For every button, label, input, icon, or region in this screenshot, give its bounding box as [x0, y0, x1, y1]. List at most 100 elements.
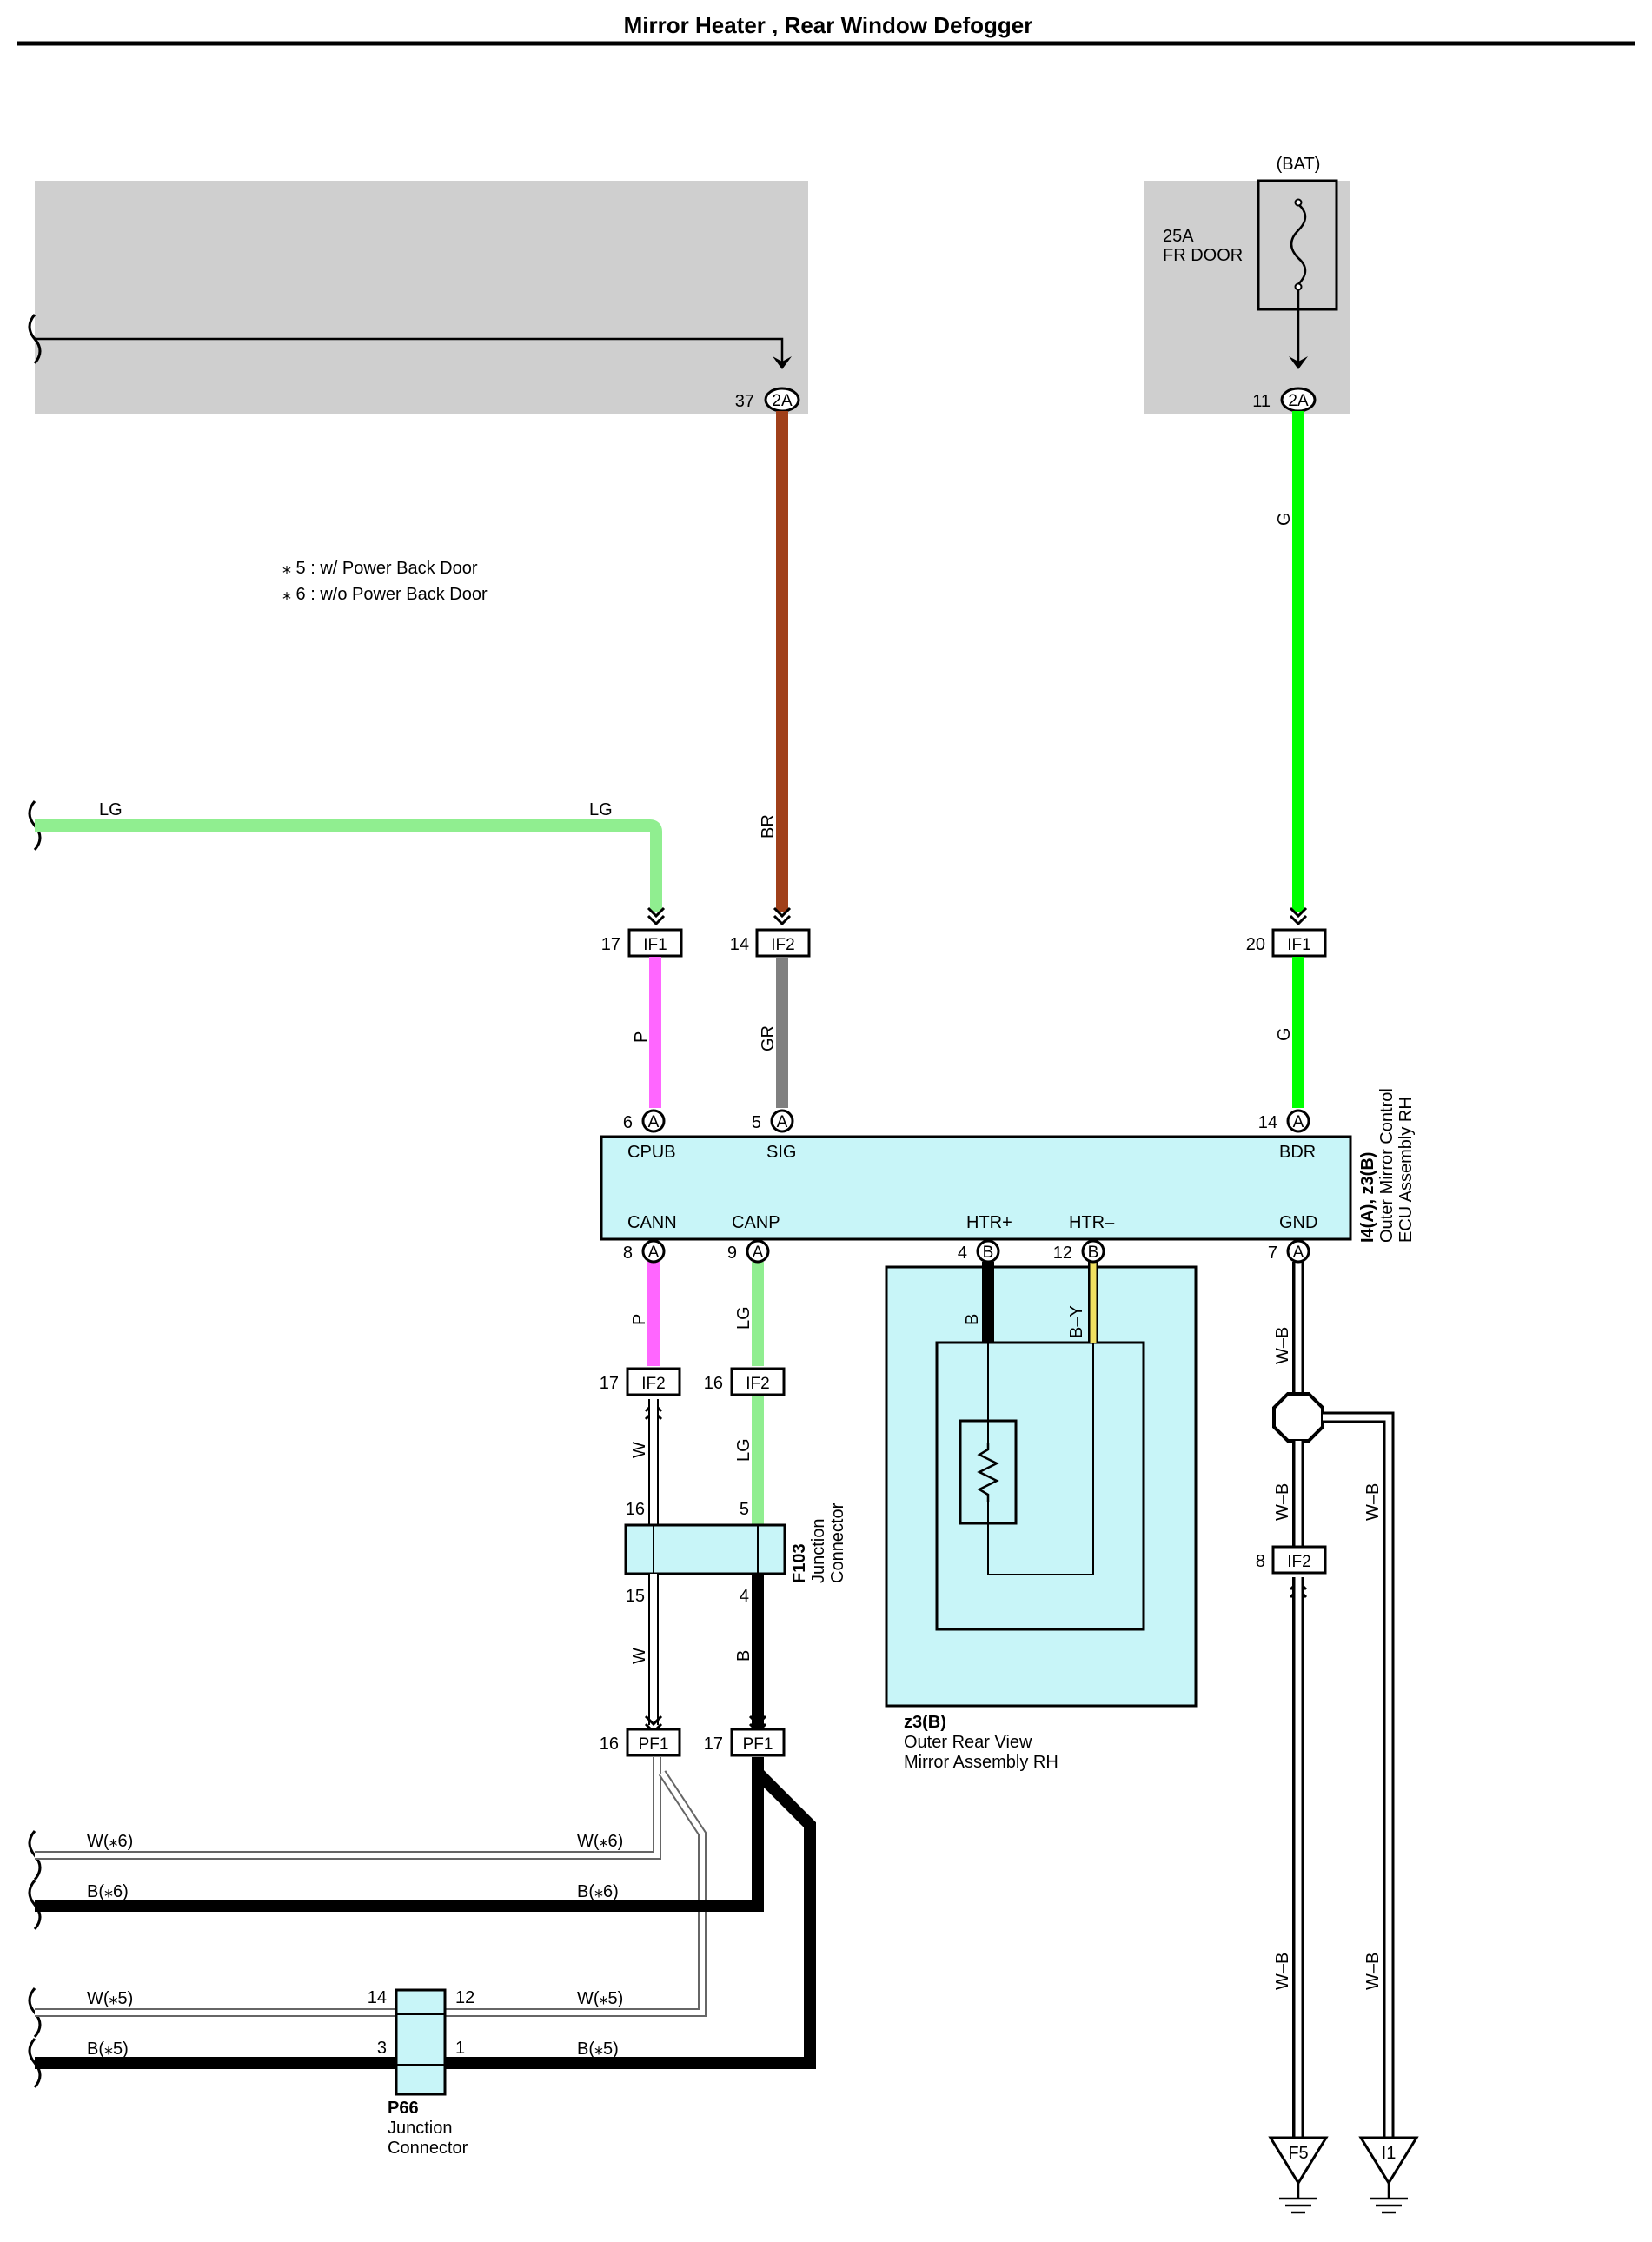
- wire-label-g-upper: G: [1275, 512, 1294, 526]
- ecu-pin-htr-plus: 4 B: [958, 1239, 1000, 1264]
- wire-label-wb4: W–B: [1273, 1953, 1292, 1990]
- ecu-pin-number: 5: [752, 1113, 761, 1132]
- ecu-pin-circle: [746, 1239, 770, 1264]
- connector-pin: 16: [704, 1374, 723, 1393]
- ecu-pin-number: 9: [727, 1244, 737, 1263]
- wire-label-w5-right: W(⁎5): [577, 1989, 623, 2008]
- ecu-pin-name: BDR: [1279, 1143, 1316, 1162]
- junction-label-1: Junction: [388, 2119, 453, 2138]
- ecu-id: I4(A), z3(B): [1358, 1152, 1377, 1243]
- fuse-terminal-bottom: [1294, 282, 1303, 291]
- connector-pin: 17: [600, 1374, 619, 1393]
- junction-pin-14: 14: [368, 1988, 387, 2007]
- ground-i1: I1: [1358, 2136, 1419, 2214]
- fuse-symbol: [1290, 203, 1307, 285]
- wire-label-p-lower: P: [630, 1314, 649, 1325]
- right-gray-panel: [1144, 181, 1350, 414]
- ecu-pin-code: A: [777, 1113, 788, 1131]
- connector-code: IF2: [641, 1375, 665, 1393]
- connector-pin: 37: [735, 392, 754, 411]
- ecu-pin-htr-minus: 12 B: [1053, 1239, 1105, 1264]
- ecu-pin-number: 4: [958, 1244, 967, 1263]
- connector-code: IF1: [1287, 936, 1310, 954]
- ecu-pin-circle: [1286, 1239, 1310, 1264]
- ecu-pin-circle: [976, 1239, 1000, 1264]
- connector-code: 2A: [1288, 392, 1309, 410]
- junction-id: F103: [790, 1543, 809, 1583]
- junction-label-2: Connector: [388, 2139, 468, 2158]
- ecu-pin-name: CPUB: [627, 1143, 676, 1162]
- wire-label-b6-right: B(⁎6): [577, 1882, 619, 1901]
- ecu-pin-number: 14: [1258, 1113, 1277, 1132]
- connector-code: PF1: [639, 1735, 669, 1754]
- wire-label-w5-left: W(⁎5): [87, 1989, 133, 2008]
- ground-label: I1: [1382, 2144, 1397, 2163]
- ecu-pin-code: A: [1293, 1244, 1304, 1262]
- connector-code: IF2: [1287, 1553, 1310, 1571]
- internal-line-left: [35, 337, 784, 363]
- arrow-left: [773, 356, 792, 369]
- ecu-pin-code: B: [1088, 1244, 1099, 1262]
- ecu-block: [600, 1135, 1352, 1241]
- connector-pf1-17: 17 PF1: [704, 1728, 786, 1757]
- ecu-pin-circle: [1081, 1239, 1105, 1264]
- wire-b6: [35, 1757, 764, 1912]
- ground-triangle: [1358, 2136, 1419, 2186]
- connector-code: IF2: [771, 936, 794, 954]
- ecu-pin-sig: 5 A SIG: [752, 1109, 796, 1162]
- connector-if2-14: 14 IF2: [730, 928, 811, 958]
- ecu-pin-circle: [1286, 1109, 1310, 1133]
- connector-if2-17: 17 IF2: [600, 1367, 681, 1396]
- ecu-pin-code: A: [648, 1244, 660, 1262]
- connector-if2-8: 8 IF2: [1256, 1545, 1327, 1575]
- wire-label-gr: GR: [759, 1025, 778, 1051]
- wire-wb-branch: [1323, 1414, 1392, 2138]
- junction-box: [395, 1988, 447, 2096]
- ecu-pin-cann: 8 A: [623, 1239, 666, 1264]
- ecu-pin-name-gnd: GND: [1279, 1213, 1317, 1232]
- ground-f5: F5: [1268, 2136, 1329, 2214]
- page-title: Mirror Heater , Rear Window Defogger: [624, 12, 1033, 38]
- junction-pin-1: 1: [455, 2039, 465, 2058]
- wire-label-wb3: W–B: [1363, 1483, 1383, 1521]
- left-gray-panel: [35, 181, 808, 414]
- ecu-pin-circle: [641, 1109, 666, 1133]
- connector-pin: 20: [1246, 935, 1265, 954]
- connector-pin: 11: [1252, 392, 1271, 411]
- wire-label-w6-right: W(⁎6): [577, 1832, 623, 1851]
- ecu-pin-bdr: 14 A BDR: [1258, 1109, 1316, 1162]
- ecu-pin-number: 7: [1268, 1244, 1277, 1263]
- connector-box: [626, 1367, 681, 1396]
- connector-pin: 8: [1256, 1552, 1265, 1571]
- mirror-label-2: Mirror Assembly RH: [904, 1753, 1058, 1772]
- legend-note-6: ⁎ 6 : w/o Power Back Door: [282, 585, 488, 604]
- wire-w5: [35, 1771, 705, 2015]
- connector-box: [730, 1367, 786, 1396]
- junction-pin-5: 5: [740, 1500, 749, 1519]
- connector-box: [1271, 1545, 1327, 1575]
- wire-label-lg-lower2: LG: [734, 1438, 753, 1462]
- mirror-label-1: Outer Rear View: [904, 1733, 1032, 1752]
- ground-splice-point: [1272, 1392, 1324, 1443]
- connector-if2-16: 16 IF2: [704, 1367, 786, 1396]
- wire-label-wb2: W–B: [1273, 1483, 1292, 1521]
- wire-label-g-lower: G: [1275, 1027, 1294, 1041]
- ecu-label-1: Outer Mirror Control: [1377, 1088, 1397, 1243]
- wire-label-p-upper: P: [632, 1031, 651, 1043]
- connector-box: [730, 1728, 786, 1757]
- wire-label-w6-left: W(⁎6): [87, 1832, 133, 1851]
- connector-37-2A: 37 2A: [735, 387, 800, 413]
- heater-lead-b: [987, 1343, 1094, 1575]
- junction-pin-4: 4: [740, 1587, 749, 1606]
- connector-pf1-16: 16 PF1: [600, 1728, 681, 1757]
- junction-f103: 16 5 15 4 F103 Junction Connector: [624, 1500, 847, 1606]
- arrow-right: [1289, 356, 1308, 369]
- fuse-rating: 25A: [1163, 227, 1194, 246]
- wire-label-b6-left: B(⁎6): [87, 1882, 129, 1901]
- junction-label-1: Junction: [809, 1519, 828, 1584]
- ecu-pin-name: SIG: [766, 1143, 796, 1162]
- wire-wb-branch-outline: [1323, 1411, 1395, 2138]
- wire-break-symbols: [28, 314, 42, 2088]
- wire-w6: [35, 1757, 660, 1858]
- ecu-pin-name-canp: CANP: [732, 1213, 780, 1232]
